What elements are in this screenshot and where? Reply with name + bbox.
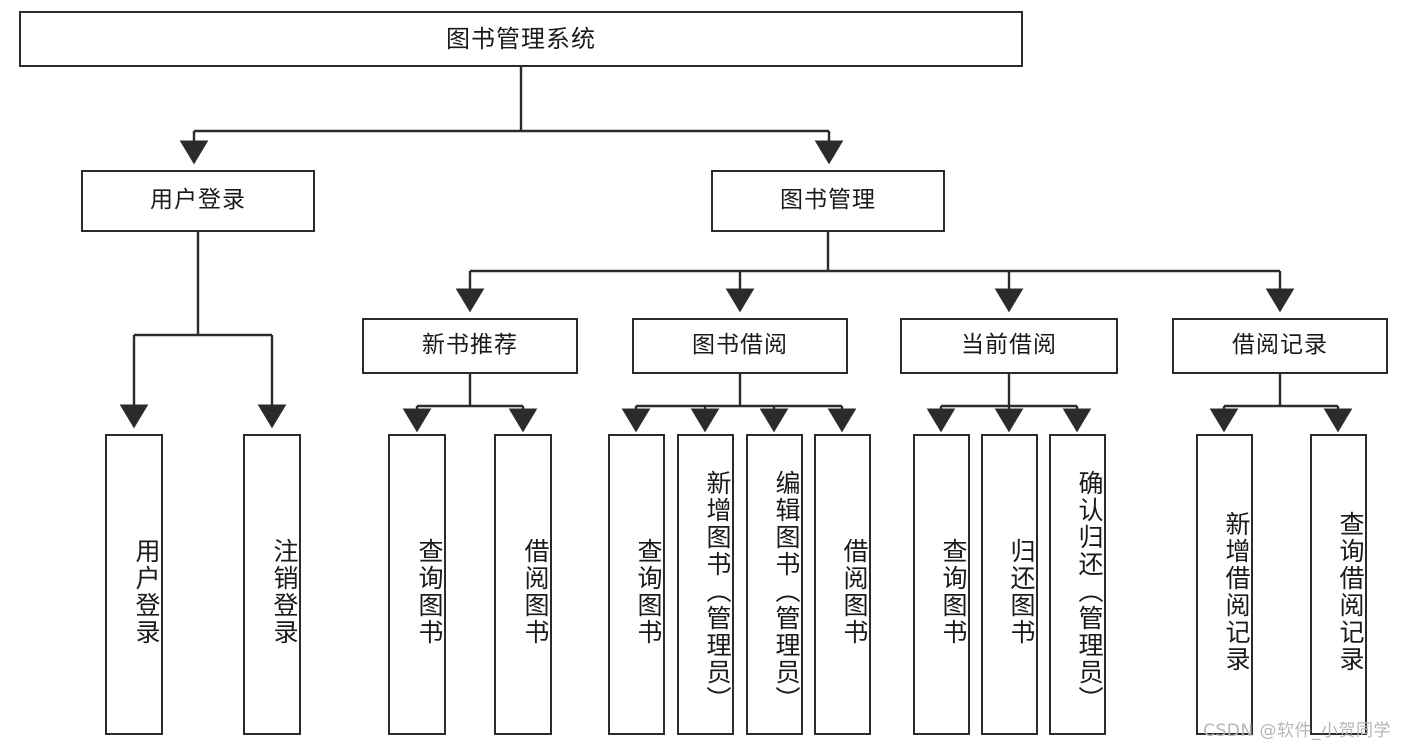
node-book-borrow[interactable]: 图书借阅 — [632, 318, 848, 374]
leaf-current-borrow-query-book[interactable]: 查询图书 — [913, 434, 970, 735]
node-book-management[interactable]: 图书管理 — [711, 170, 945, 232]
node-label: 注销登录 — [270, 537, 299, 646]
leaf-user-login-signout[interactable]: 注销登录 — [243, 434, 301, 735]
node-label: 新书推荐 — [422, 332, 518, 359]
node-new-book-recommend[interactable]: 新书推荐 — [362, 318, 578, 374]
leaf-new-book-borrow-book[interactable]: 借阅图书 — [494, 434, 552, 735]
node-label: 当前借阅 — [961, 332, 1057, 359]
node-label: 图书管理系统 — [446, 24, 596, 53]
node-borrow-record[interactable]: 借阅记录 — [1172, 318, 1388, 374]
leaf-current-borrow-confirm-return-admin[interactable]: 确认归还（管理员） — [1049, 434, 1106, 735]
node-label: 图书管理 — [780, 187, 876, 214]
node-current-borrow[interactable]: 当前借阅 — [900, 318, 1118, 374]
leaf-new-book-query-book[interactable]: 查询图书 — [388, 434, 446, 735]
node-label: 归还图书 — [1007, 537, 1036, 646]
node-label: 查询图书 — [415, 537, 444, 646]
node-label: 新增图书（管理员） — [703, 470, 732, 713]
leaf-book-borrow-edit-book-admin[interactable]: 编辑图书（管理员） — [746, 434, 803, 735]
leaf-borrow-record-add-record[interactable]: 新增借阅记录 — [1196, 434, 1253, 735]
node-label: 用户登录 — [132, 537, 161, 646]
leaf-borrow-record-query-record[interactable]: 查询借阅记录 — [1310, 434, 1367, 735]
node-label: 确认归还（管理员） — [1075, 470, 1104, 713]
node-label: 图书借阅 — [692, 332, 788, 359]
leaf-user-login-signin[interactable]: 用户登录 — [105, 434, 163, 735]
node-label: 新增借阅记录 — [1222, 510, 1251, 673]
node-label: 编辑图书（管理员） — [772, 470, 801, 713]
node-root-book-management-system[interactable]: 图书管理系统 — [19, 11, 1023, 67]
node-user-login[interactable]: 用户登录 — [81, 170, 315, 232]
leaf-book-borrow-add-book-admin[interactable]: 新增图书（管理员） — [677, 434, 734, 735]
leaf-current-borrow-return-book[interactable]: 归还图书 — [981, 434, 1038, 735]
node-label: 查询借阅记录 — [1336, 510, 1365, 673]
node-label: 查询图书 — [939, 537, 968, 646]
watermark: CSDN @软件_小贺同学 — [1203, 721, 1391, 741]
node-label: 查询图书 — [634, 537, 663, 646]
leaf-book-borrow-query-book[interactable]: 查询图书 — [608, 434, 665, 735]
leaf-book-borrow-borrow-book[interactable]: 借阅图书 — [814, 434, 871, 735]
node-label: 借阅记录 — [1232, 332, 1328, 359]
node-label: 用户登录 — [150, 187, 246, 214]
node-label: 借阅图书 — [840, 537, 869, 646]
node-label: 借阅图书 — [521, 537, 550, 646]
